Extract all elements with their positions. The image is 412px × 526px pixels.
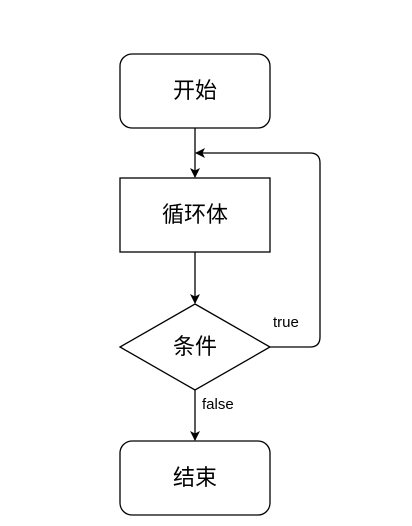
end-node-label: 结束 — [173, 466, 217, 491]
edge-false-label: false — [202, 396, 234, 413]
end-node-shape — [119, 440, 271, 516]
start-node: 开始 — [119, 53, 271, 129]
edge-true-label: true — [273, 314, 299, 331]
loop-body-node-shape — [119, 177, 271, 253]
end-node: 结束 — [119, 440, 271, 516]
loop-body-node: 循环体 — [119, 177, 271, 253]
condition-node-label: 条件 — [173, 335, 217, 360]
start-node-label: 开始 — [173, 79, 217, 104]
condition-node: 条件 — [118, 303, 272, 391]
edge-condition-true-loop-back — [195, 148, 321, 348]
loop-body-node-label: 循环体 — [162, 203, 228, 228]
